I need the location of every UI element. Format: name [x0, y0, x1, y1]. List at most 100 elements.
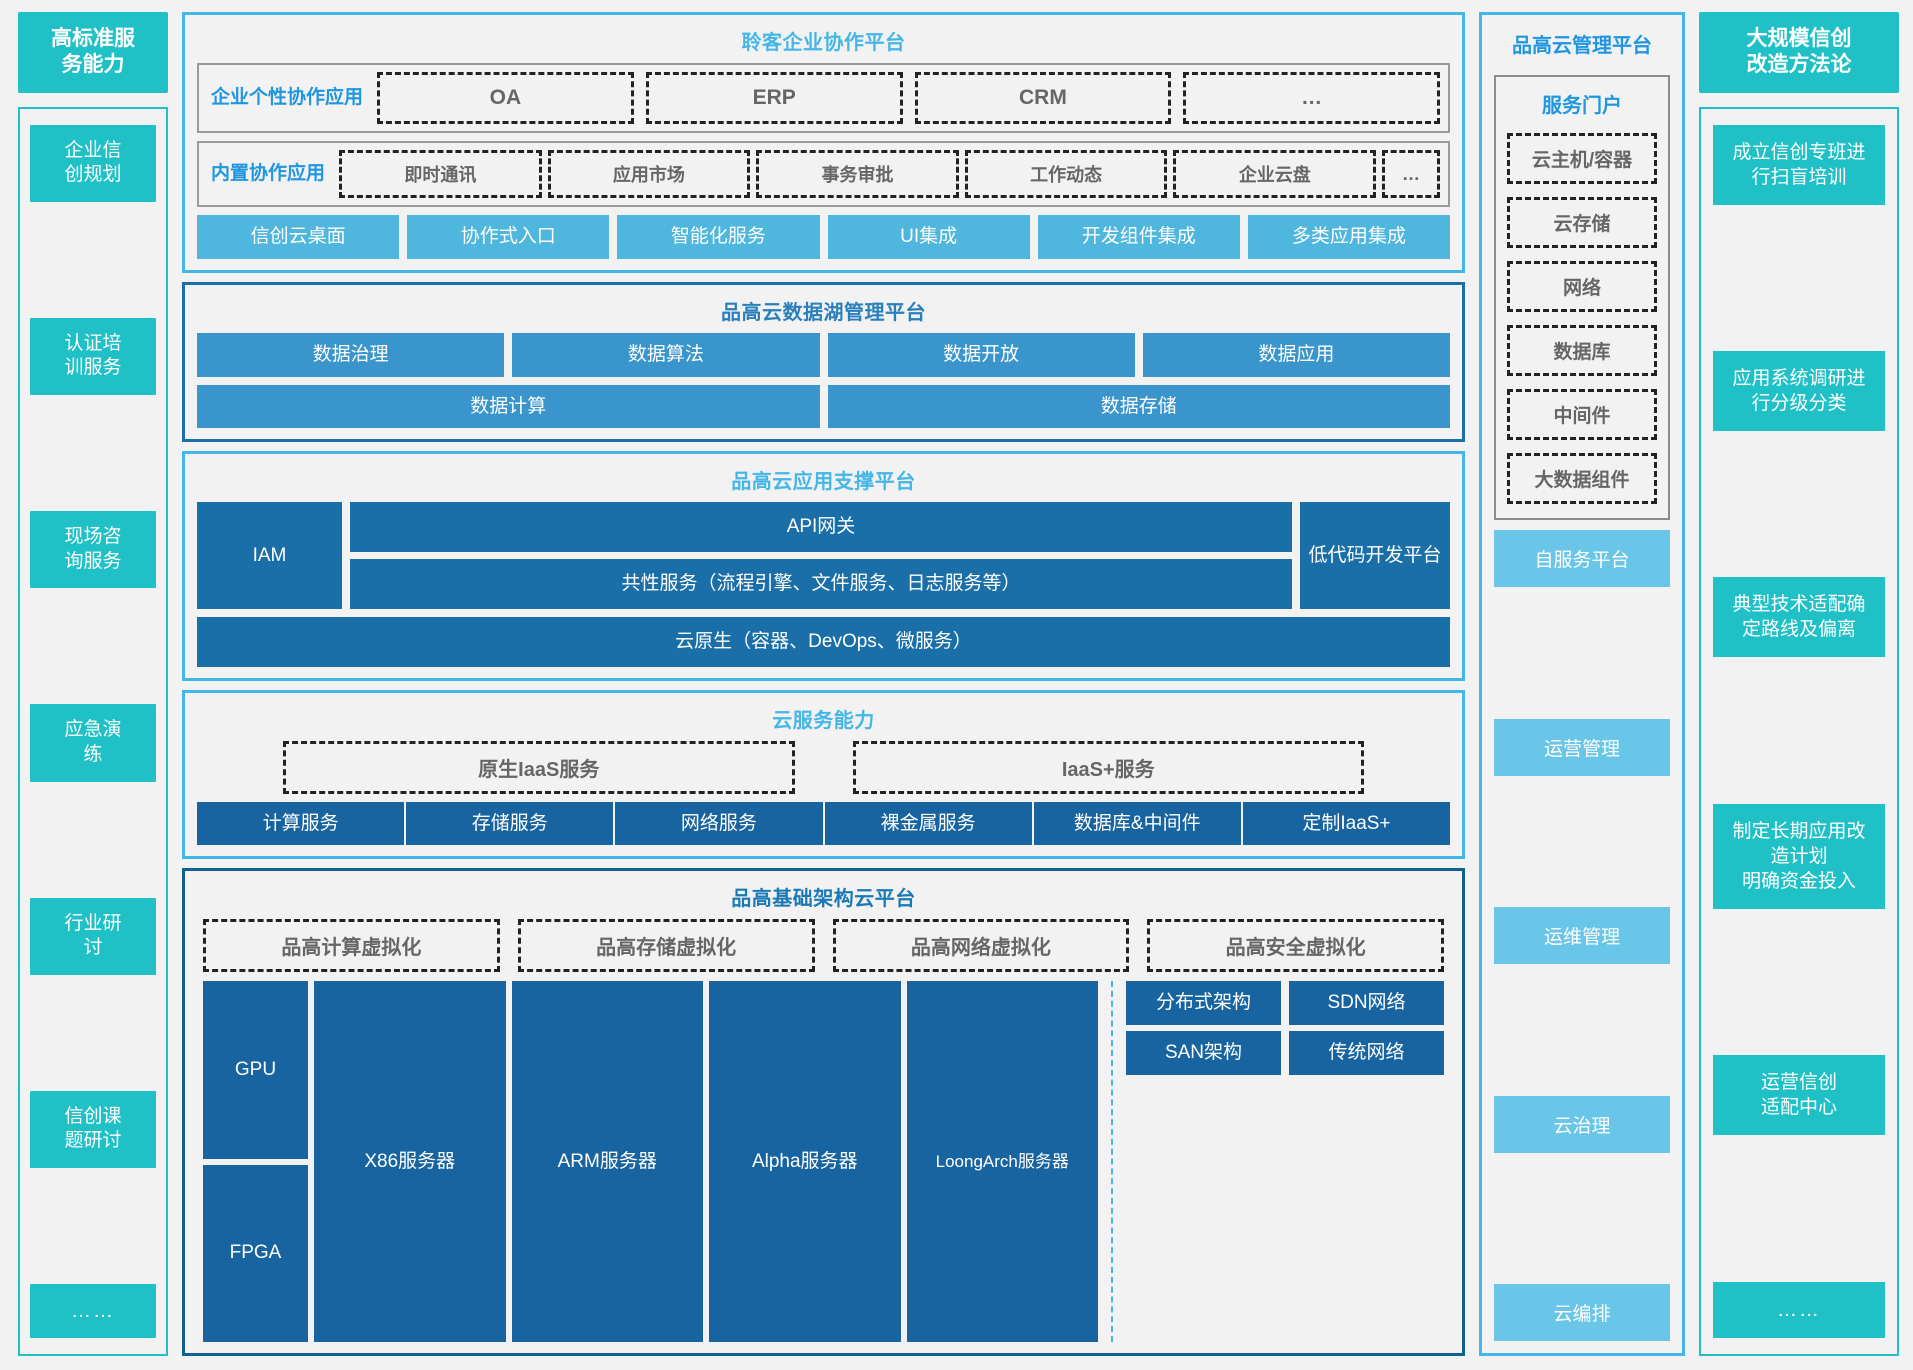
header-line-1: 高标准服 [51, 27, 135, 50]
capability-ui-integration[interactable]: UI集成 [827, 215, 1030, 259]
app-support-panel: 品高云应用支撑平台 IAM API网关 共性服务（流程引擎、文件服务、日志服务等… [182, 451, 1465, 681]
cloud-native-row: 云原生（容器、DevOps、微服务） [197, 616, 1450, 667]
service-item-1[interactable]: 认证培训服务 [30, 317, 156, 396]
custom-app-more[interactable]: … [1183, 72, 1441, 124]
operation-management[interactable]: 运营管理 [1494, 718, 1670, 776]
virtualization-row: 品高计算虚拟化 品高存储虚拟化 品高网络虚拟化 品高安全虚拟化 [197, 919, 1450, 973]
maintenance-management[interactable]: 运维管理 [1494, 907, 1670, 964]
portal-item-database[interactable]: 数据库 [1507, 325, 1657, 376]
storage-service[interactable]: 存储服务 [406, 801, 614, 846]
portal-item-host-container[interactable]: 云主机/容器 [1507, 133, 1657, 184]
high-standard-service-list: 企业信创规划 认证培训服务 现场咨询服务 应急演练 行业研讨 信创课题研讨 …… [18, 106, 168, 1356]
builtin-app-clouddisk[interactable]: 企业云盘 [1173, 150, 1376, 198]
data-lake-panel: 品高云数据湖管理平台 数据治理 数据算法 数据开放 数据应用 数据计算 数据存储 [182, 281, 1465, 443]
data-storage[interactable]: 数据存储 [827, 384, 1450, 429]
service-item-2[interactable]: 现场咨询服务 [30, 511, 156, 589]
capability-desktop[interactable]: 信创云桌面 [197, 215, 400, 259]
service-item-more[interactable]: …… [30, 1284, 156, 1338]
data-governance[interactable]: 数据治理 [197, 332, 505, 377]
service-item-0[interactable]: 企业信创规划 [30, 124, 156, 202]
methodology-list: 成立信创专班进行扫盲培训 应用系统调研进行分级分类 典型技术适配确定路线及偏离 … [1699, 106, 1899, 1356]
custom-app-crm[interactable]: CRM [914, 72, 1172, 124]
traditional-network[interactable]: 传统网络 [1289, 1031, 1444, 1075]
data-algorithm[interactable]: 数据算法 [512, 332, 820, 377]
methodology-item-more[interactable]: …… [1713, 1281, 1885, 1338]
gpu-block[interactable]: GPU [203, 981, 308, 1159]
cloud-orchestration[interactable]: 云编排 [1494, 1284, 1670, 1341]
portal-item-cloud-storage[interactable]: 云存储 [1507, 197, 1657, 248]
methodology-item-4[interactable]: 运营信创适配中心 [1713, 1055, 1885, 1136]
fpga-block[interactable]: FPGA [203, 1164, 308, 1342]
data-lake-row-2: 数据计算 数据存储 [197, 384, 1450, 429]
cloud-governance[interactable]: 云治理 [1494, 1095, 1670, 1153]
data-open[interactable]: 数据开放 [827, 332, 1135, 377]
native-iaas-group[interactable]: 原生IaaS服务 [283, 740, 795, 794]
high-standard-service-column: 高标准服 务能力 企业信创规划 认证培训服务 现场咨询服务 应急演练 行业研讨 … [18, 12, 168, 1356]
capability-dev-component[interactable]: 开发组件集成 [1037, 215, 1240, 259]
capability-intelligent[interactable]: 智能化服务 [617, 215, 820, 259]
methodology-item-0[interactable]: 成立信创专班进行扫盲培训 [1713, 124, 1885, 205]
builtin-app-market[interactable]: 应用市场 [547, 150, 751, 198]
infrastructure-panel: 品高基础架构云平台 品高计算虚拟化 品高存储虚拟化 品高网络虚拟化 品高安全虚拟… [182, 868, 1465, 1356]
methodology-item-3[interactable]: 制定长期应用改造计划明确资金投入 [1713, 803, 1885, 909]
api-gateway-block[interactable]: API网关 [350, 502, 1292, 552]
infrastructure-title: 品高基础架构云平台 [731, 888, 916, 911]
portal-item-middleware[interactable]: 中间件 [1507, 389, 1657, 440]
app-support-title: 品高云应用支撑平台 [731, 471, 916, 494]
security-virtualization[interactable]: 品高安全虚拟化 [1147, 919, 1444, 973]
service-item-4[interactable]: 行业研讨 [30, 897, 156, 975]
data-application[interactable]: 数据应用 [1142, 332, 1450, 377]
custom-apps-row: 企业个性协作应用 OA ERP CRM … [197, 63, 1450, 133]
compute-virtualization[interactable]: 品高计算虚拟化 [203, 919, 500, 973]
custom-app-oa[interactable]: OA [377, 72, 634, 124]
iam-block[interactable]: IAM [197, 502, 342, 609]
cloud-service-title: 云服务能力 [772, 709, 875, 732]
san-architecture[interactable]: SAN架构 [1126, 1031, 1281, 1075]
data-compute[interactable]: 数据计算 [197, 384, 820, 429]
capability-multi-app[interactable]: 多类应用集成 [1247, 215, 1451, 259]
accelerator-column: GPU FPGA [203, 981, 308, 1342]
lowcode-platform-block[interactable]: 低代码开发平台 [1300, 502, 1450, 609]
compute-service[interactable]: 计算服务 [197, 801, 405, 846]
portal-item-network[interactable]: 网络 [1507, 261, 1657, 312]
portal-item-bigdata[interactable]: 大数据组件 [1507, 453, 1657, 504]
network-service[interactable]: 网络服务 [615, 801, 823, 846]
cloud-native-block[interactable]: 云原生（容器、DevOps、微服务） [197, 616, 1450, 667]
storage-virtualization[interactable]: 品高存储虚拟化 [517, 919, 815, 973]
capability-entry[interactable]: 协作式入口 [407, 215, 610, 259]
custom-apps-label: 企业个性协作应用 [211, 87, 364, 109]
common-services-block[interactable]: 共性服务（流程引擎、文件服务、日志服务等） [350, 559, 1292, 609]
cloud-management-column: 品高云管理平台 服务门户 云主机/容器 云存储 网络 数据库 中间件 大数据组件… [1479, 12, 1685, 1356]
sdn-network[interactable]: SDN网络 [1289, 981, 1444, 1025]
service-portal-title: 服务门户 [1542, 95, 1622, 117]
bare-metal-service[interactable]: 裸金属服务 [824, 801, 1032, 846]
iaas-plus-group[interactable]: IaaS+服务 [852, 740, 1364, 794]
cloud-service-tiles: 计算服务 存储服务 网络服务 裸金属服务 数据库&中间件 定制IaaS+ [197, 801, 1451, 846]
storage-network-column: 分布式架构 SDN网络 SAN架构 传统网络 [1126, 981, 1444, 1342]
collab-capability-row: 信创云桌面 协作式入口 智能化服务 UI集成 开发组件集成 多类应用集成 [197, 215, 1451, 259]
database-middleware-service[interactable]: 数据库&中间件 [1033, 801, 1241, 846]
custom-iaas-plus-service[interactable]: 定制IaaS+ [1242, 801, 1451, 846]
distributed-architecture[interactable]: 分布式架构 [1126, 981, 1281, 1025]
collab-platform-title: 聆客企业协作平台 [741, 32, 906, 54]
builtin-app-more[interactable]: … [1382, 150, 1440, 198]
methodology-item-2[interactable]: 典型技术适配确定路线及偏离 [1713, 577, 1885, 658]
service-portal-box: 服务门户 云主机/容器 云存储 网络 数据库 中间件 大数据组件 [1494, 75, 1670, 520]
service-item-3[interactable]: 应急演练 [30, 704, 156, 782]
builtin-app-im[interactable]: 即时通讯 [339, 150, 542, 198]
methodology-item-1[interactable]: 应用系统调研进行分级分类 [1713, 350, 1885, 432]
app-support-grid: IAM API网关 共性服务（流程引擎、文件服务、日志服务等） 低代码开发平台 [197, 502, 1450, 609]
self-service-platform[interactable]: 自服务平台 [1494, 530, 1670, 587]
custom-app-erp[interactable]: ERP [645, 72, 903, 124]
builtin-app-approval[interactable]: 事务审批 [756, 150, 959, 198]
header-line-2: 务能力 [61, 53, 125, 77]
builtin-apps-row: 内置协作应用 即时通讯 应用市场 事务审批 工作动态 企业云盘 … [197, 141, 1450, 207]
network-virtualization[interactable]: 品高网络虚拟化 [832, 919, 1130, 973]
methodology-header: 大规模信创 改造方法论 [1699, 12, 1899, 93]
service-item-5[interactable]: 信创课题研讨 [30, 1090, 156, 1169]
builtin-app-worknews[interactable]: 工作动态 [964, 150, 1168, 198]
